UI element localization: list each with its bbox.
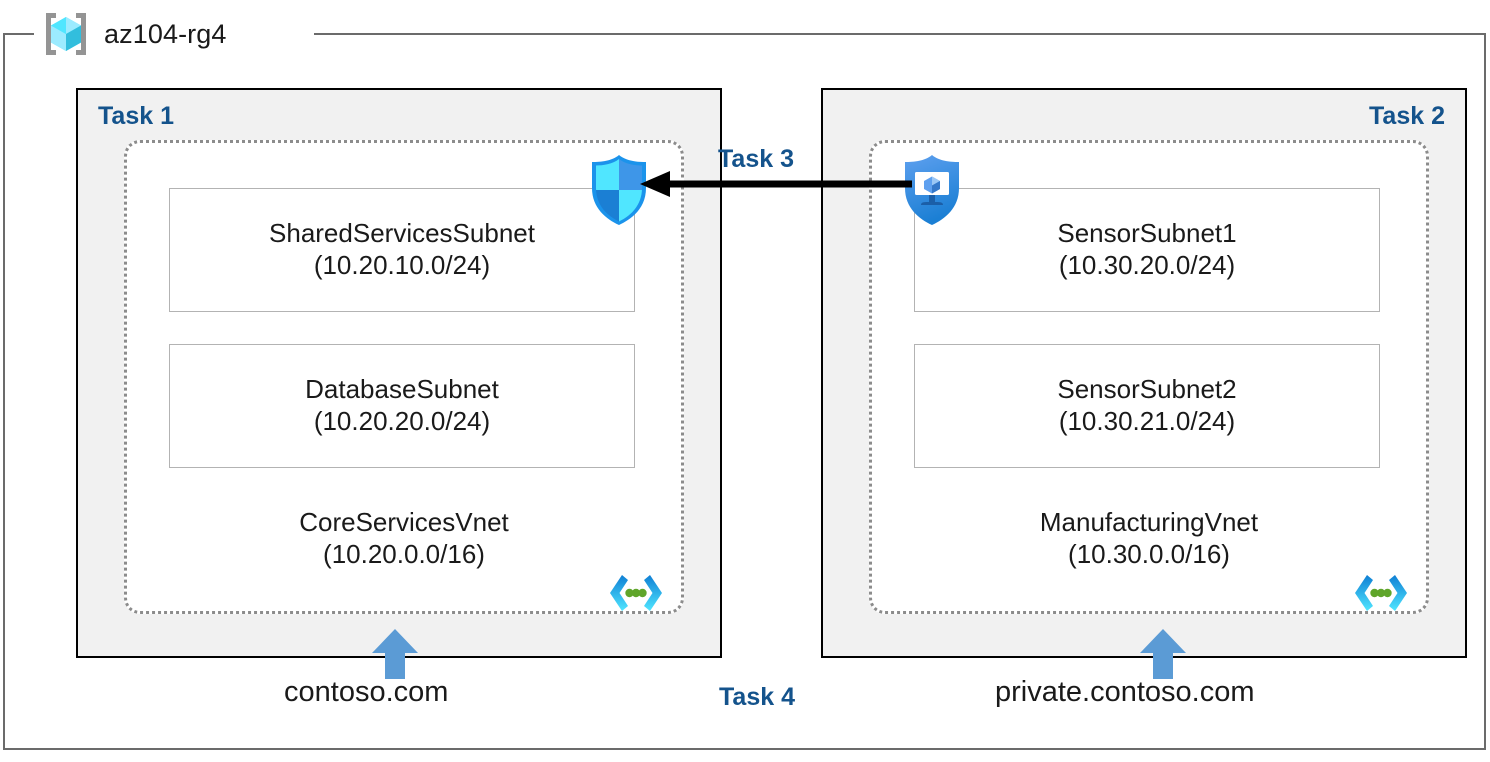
vnet-name: ManufacturingVnet (1039, 507, 1259, 537)
resource-group-cube-icon (40, 8, 92, 60)
subnet-name: SharedServicesSubnet (269, 218, 535, 249)
vnet-cidr: (10.30.0.0/16) (1068, 538, 1230, 569)
up-arrow-icon (1140, 629, 1186, 679)
vnet-caption: CoreServicesVnet (10.20.0.0/16) (127, 507, 681, 570)
dns-zone-private-contoso: private.contoso.com (995, 676, 1255, 708)
subnet-cidr: (10.20.10.0/24) (313, 250, 491, 280)
subnet-sensor1: SensorSubnet1 (10.30.20.0/24) (914, 188, 1380, 312)
vnet-cidr: (10.20.0.0/16) (323, 538, 485, 569)
vnet-coreservices: SharedServicesSubnet (10.20.10.0/24) Dat… (124, 140, 684, 614)
dns-zone-contoso: contoso.com (284, 676, 449, 708)
resource-group-frame (3, 33, 1486, 750)
subnet-sensor2: SensorSubnet2 (10.30.21.0/24) (914, 344, 1380, 468)
up-arrow-icon (372, 629, 418, 679)
resource-group-name: az104-rg4 (104, 18, 227, 49)
subnet-cidr: (10.30.21.0/24) (1058, 406, 1236, 436)
task-label-4: Task 4 (719, 683, 795, 711)
subnet-name: DatabaseSubnet (305, 374, 499, 405)
subnet-name: SensorSubnet1 (1057, 218, 1237, 249)
subnet-cidr: (10.20.20.0/24) (313, 406, 491, 436)
subnet-name: SensorSubnet2 (1057, 374, 1237, 405)
virtual-network-icon (1350, 571, 1412, 615)
vnet-caption: ManufacturingVnet (10.30.0.0/16) (872, 507, 1426, 570)
vnet-peering-arrow-icon (640, 168, 912, 200)
network-security-group-shield-icon (585, 152, 653, 228)
vnet-manufacturing: SensorSubnet1 (10.30.20.0/24) SensorSubn… (869, 140, 1429, 614)
subnet-database: DatabaseSubnet (10.20.20.0/24) (169, 344, 635, 468)
vnet-name: CoreServicesVnet (299, 507, 509, 537)
task-label-1: Task 1 (98, 102, 174, 130)
task-label-3: Task 3 (718, 145, 794, 173)
task-label-2: Task 2 (1369, 102, 1445, 130)
bastion-shield-icon (898, 152, 966, 228)
resource-group-header: az104-rg4 (40, 6, 226, 62)
virtual-network-icon (605, 571, 667, 615)
subnet-sharedservices: SharedServicesSubnet (10.20.10.0/24) (169, 188, 635, 312)
subnet-cidr: (10.30.20.0/24) (1058, 250, 1236, 280)
